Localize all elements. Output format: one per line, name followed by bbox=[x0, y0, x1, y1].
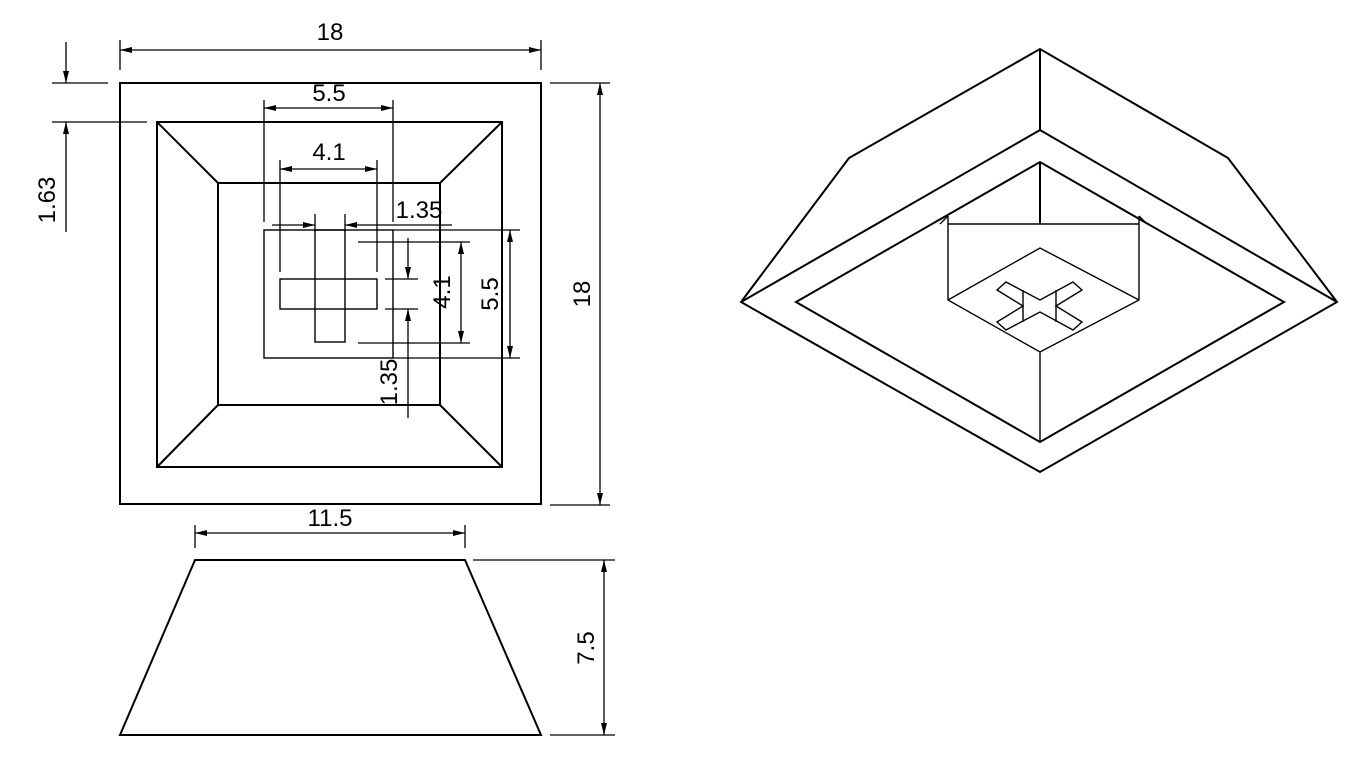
bevel-lines bbox=[156, 121, 503, 468]
dimension-stem-inner-height: 4.1 bbox=[358, 241, 470, 344]
top-view bbox=[119, 82, 542, 505]
stem-outline bbox=[263, 229, 394, 359]
iso-outer-shell bbox=[739, 47, 1339, 474]
dimension-text: 4.1 bbox=[312, 139, 345, 166]
dimension-text: 7.5 bbox=[573, 631, 600, 664]
dimension-text: 18 bbox=[569, 281, 596, 308]
dimension-rim-thickness: 1.63 bbox=[34, 42, 147, 232]
iso-cross-slot bbox=[995, 281, 1084, 331]
dimension-right-height: 18 bbox=[550, 82, 610, 506]
dimension-side-height: 7.5 bbox=[473, 559, 615, 736]
cross-slot bbox=[279, 229, 378, 343]
top-face-outline bbox=[156, 121, 503, 468]
dimension-text: 5.5 bbox=[477, 277, 504, 310]
dimension-stem-inner-width: 4.1 bbox=[279, 139, 378, 272]
dimension-text: 1.35 bbox=[396, 197, 443, 224]
outer-square bbox=[119, 82, 542, 505]
dimension-text: 18 bbox=[317, 19, 344, 46]
side-view bbox=[118, 559, 543, 736]
dimension-text: 1.63 bbox=[34, 177, 61, 224]
dimension-text: 5.5 bbox=[312, 80, 345, 107]
iso-inner-opening bbox=[793, 160, 1287, 444]
dimension-stem-outer-height: 5.5 bbox=[393, 229, 520, 359]
dimension-stem-outer-width: 5.5 bbox=[263, 80, 394, 222]
dimension-text: 1.35 bbox=[376, 359, 403, 406]
inner-face-outline bbox=[217, 182, 441, 406]
dimension-cross-arm-width: 1.35 bbox=[272, 197, 452, 232]
iso-stem bbox=[939, 215, 1148, 442]
dimension-text: 11.5 bbox=[308, 505, 353, 532]
dimension-top-width: 18 bbox=[119, 19, 542, 70]
dimension-cross-arm-height: 1.35 bbox=[376, 238, 418, 418]
dimension-text: 4.1 bbox=[429, 275, 456, 308]
dimension-side-top-width: 11.5 bbox=[194, 505, 466, 548]
isometric-view bbox=[739, 47, 1339, 474]
side-profile bbox=[118, 559, 543, 736]
